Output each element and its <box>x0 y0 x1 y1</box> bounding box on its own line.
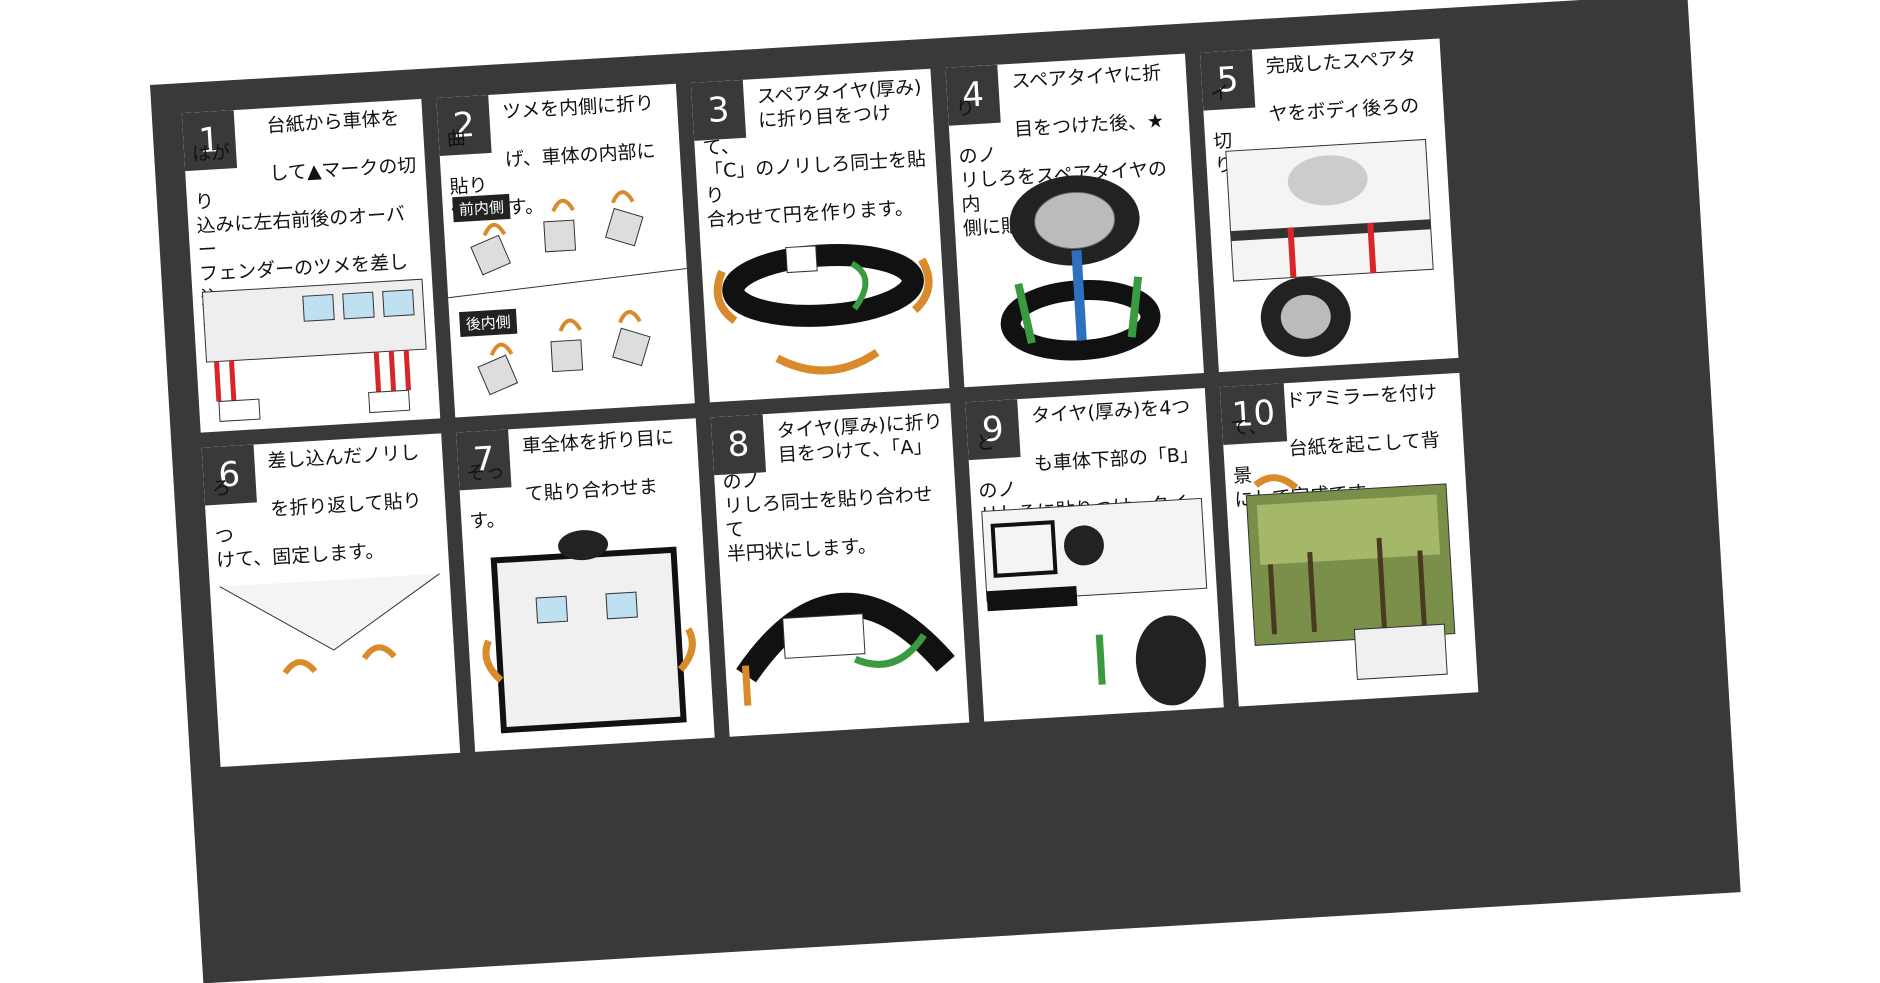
step-illustration <box>201 278 427 422</box>
step-illustration <box>482 530 696 734</box>
step-panel-7: 7 車全体を折り目にそっ て貼り合わせます。 <box>456 418 715 752</box>
step-illustration <box>219 573 440 675</box>
step-illustration <box>736 592 955 706</box>
step-panel-2: 2 ツメを内側に折り曲 げ、車体の内部に貼り 付けます。 前内側 後内側 <box>436 83 695 418</box>
step-panel-3: 3 スペアタイヤ(厚み) に折り目をつけて、 「C」のノリしろ同士を貼り 合わせ… <box>690 68 950 403</box>
step-panel-8: 8 タイヤ(厚み)に折り 目をつけて、「A」のノ リしろ同士を貼り合わせて 半円… <box>710 403 970 737</box>
step-text: 差し込んだノリしろ を折り返して貼りつ けて、固定します。 <box>209 441 423 572</box>
step-illustration <box>448 190 687 396</box>
step-panel-6: 6 差し込んだノリしろ を折り返して貼りつ けて、固定します。 <box>201 433 461 768</box>
step-illustration <box>1225 138 1434 357</box>
step-illustration <box>1000 175 1161 361</box>
step-illustration <box>713 244 933 375</box>
step-illustration <box>981 497 1208 706</box>
step-panel-5: 5 完成したスペアタイ ヤをボディ後ろの切 り込みに差し込みます。 <box>1199 38 1459 373</box>
step-panel-9: 9 タイヤ(厚み)を4つと も車体下部の「B」のノ リしろに貼りつけ、タイヤ を… <box>965 387 1224 722</box>
instruction-sheet: 1 台紙から車体をはが して▲マークの切り 込みに左右前後のオーバー フェンダー… <box>150 0 1741 983</box>
step-panel-10: 10 ドアミラーを付けて、 台紙を起こして背景 にして完成です。 <box>1219 372 1479 707</box>
step-illustration <box>1245 474 1456 680</box>
step-panel-4: 4 スペアタイヤに折り 目をつけた後、★のノ リしろをスペアタイヤの内 側に貼り… <box>945 53 1204 388</box>
step-panel-1: 1 台紙から車体をはが して▲マークの切り 込みに左右前後のオーバー フェンダー… <box>181 98 441 433</box>
